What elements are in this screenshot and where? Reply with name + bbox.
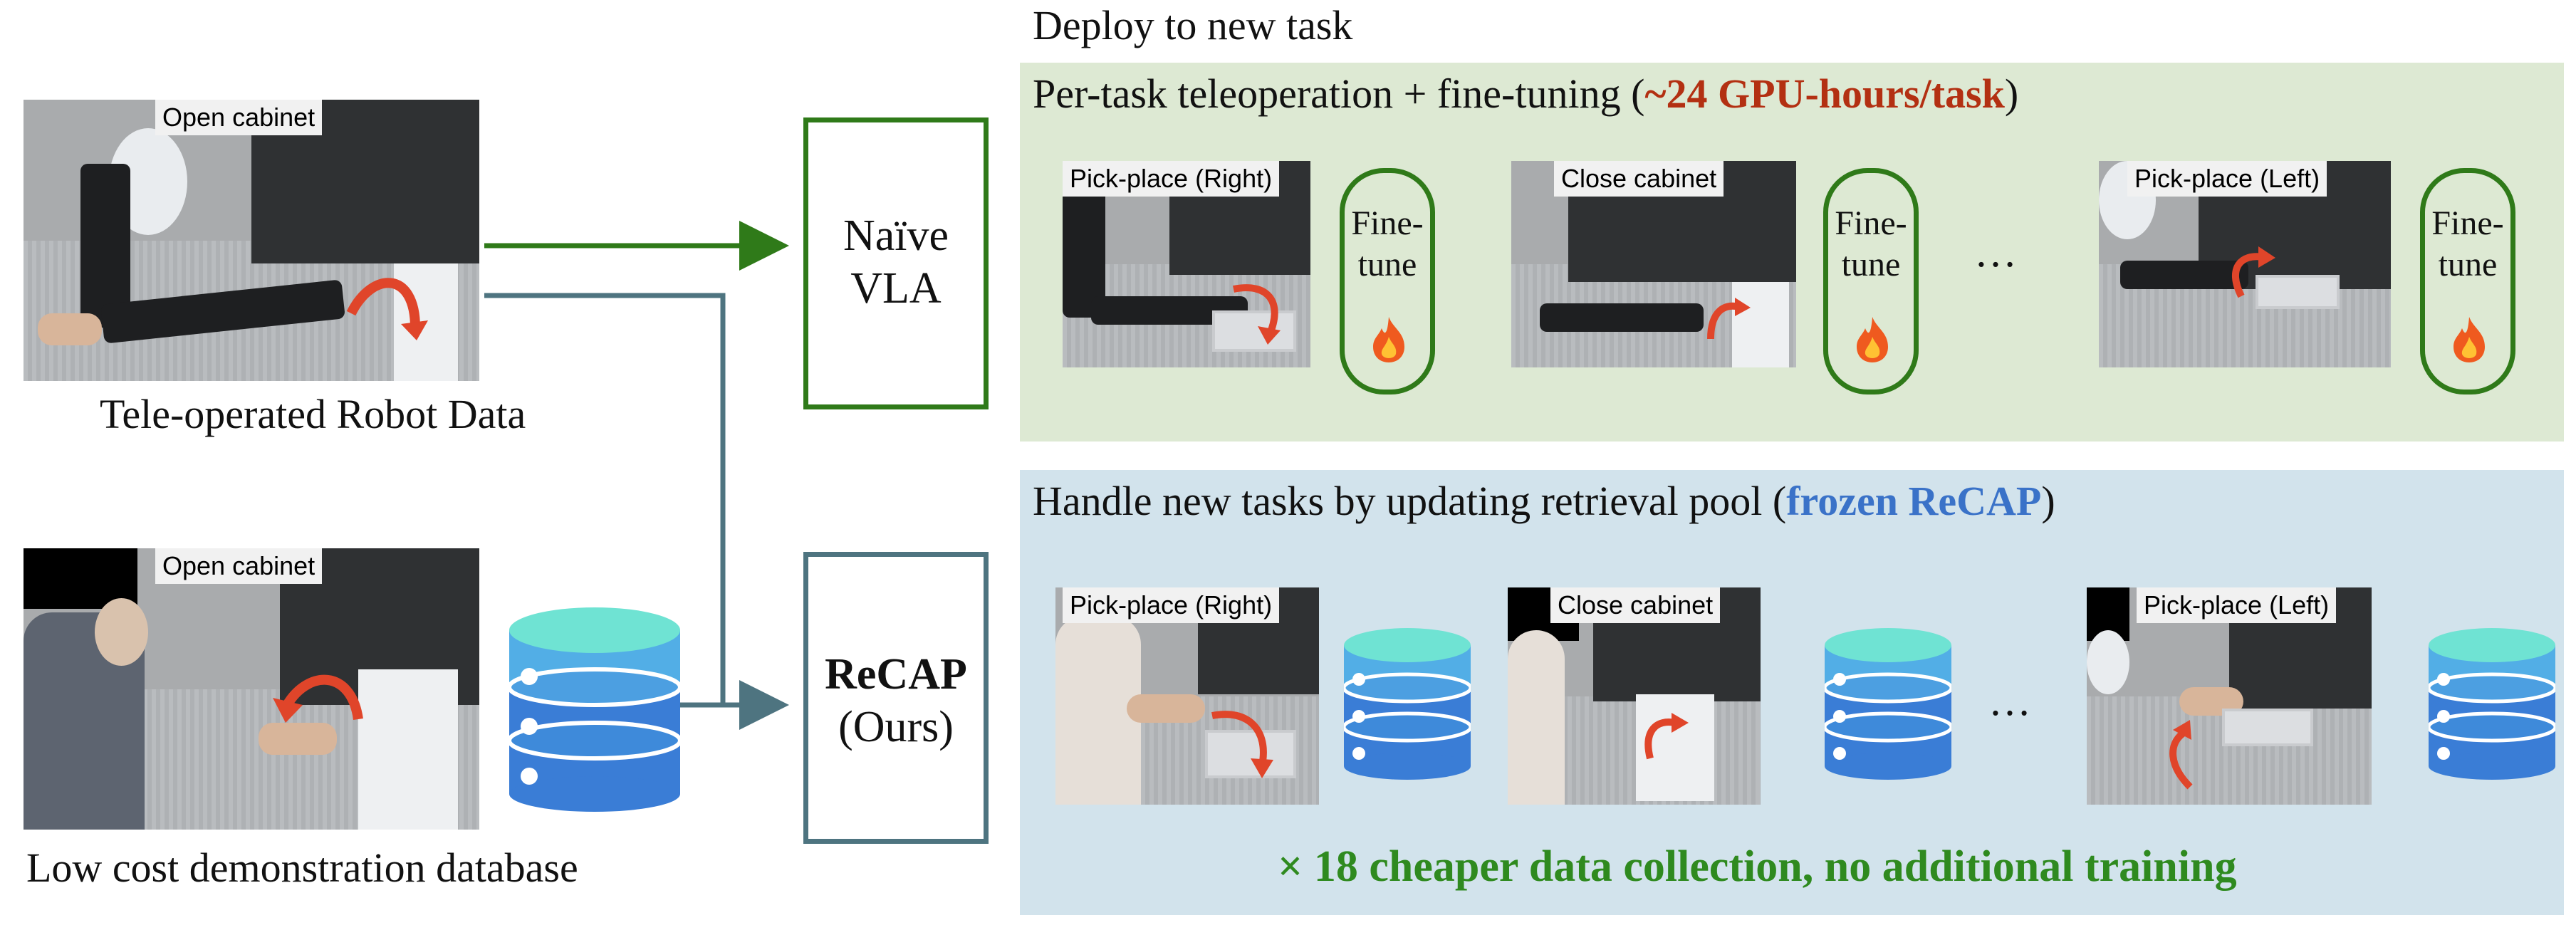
retrieval-database-icon <box>2429 628 2555 780</box>
demo-photo-close-cabinet: Close cabinet <box>1508 587 1761 805</box>
naive-vla-label-1: Naïve <box>843 211 949 260</box>
ellipsis: … <box>1988 677 2031 724</box>
retrieval-panel: Handle new tasks by updating retrieval p… <box>1020 470 2564 915</box>
naive-vla-label-2: VLA <box>850 264 942 313</box>
ellipsis: … <box>1974 229 2017 276</box>
task-tag: Pick-place (Right) <box>1063 161 1280 197</box>
fire-icon <box>1857 317 1888 362</box>
robot-photo-tag: Open cabinet <box>155 100 323 135</box>
demo-photo-pick-left: Pick-place (Left) <box>2087 587 2372 805</box>
finetune-badge: Fine-tune <box>1823 168 1919 394</box>
retrieval-database-icon <box>1825 628 1951 780</box>
recap-box: ReCAP (Ours) <box>803 552 989 844</box>
arrow-robot-to-recap <box>484 293 726 705</box>
motion-arrow-icon <box>1211 711 1273 778</box>
task-photo-pick-left: Pick-place (Left) <box>2099 161 2391 367</box>
finetune-badge: Fine-tune <box>2420 168 2515 394</box>
task-tag: Pick-place (Right) <box>1063 587 1280 623</box>
task-tag: Pick-place (Left) <box>2137 587 2337 623</box>
frozen-recap-highlight: frozen ReCAP <box>1786 478 2042 524</box>
task-tag: Close cabinet <box>1554 161 1724 197</box>
gpu-hours-highlight: ~24 GPU-hours/task <box>1644 70 2005 117</box>
motion-arrow-icon <box>2169 720 2193 790</box>
finetune-panel-title: Per-task teleoperation + fine-tuning (~2… <box>1033 70 2019 117</box>
finetune-badge: Fine-tune <box>1340 168 1435 394</box>
robot-data-caption: Tele-operated Robot Data <box>100 391 526 437</box>
task-photo-pick-right: Pick-place (Right) <box>1063 161 1310 367</box>
motion-arrow-icon <box>1707 298 1751 340</box>
naive-vla-box: Naïve VLA <box>803 117 989 409</box>
cost-footer: × 18 cheaper data collection, no additio… <box>1278 842 2237 891</box>
motion-arrow-icon <box>346 278 428 340</box>
task-tag: Close cabinet <box>1550 587 1721 623</box>
task-photo-close-cabinet: Close cabinet <box>1511 161 1796 367</box>
robot-data-photo: Open cabinet <box>24 100 479 381</box>
recap-label-1: ReCAP <box>825 650 967 699</box>
task-tag: Pick-place (Left) <box>2127 161 2327 197</box>
fire-icon <box>2454 317 2485 362</box>
human-demo-photo: Open cabinet <box>24 548 479 830</box>
database-caption: Low cost demonstration database <box>26 845 578 891</box>
recap-label-2: (Ours) <box>838 703 954 751</box>
retrieval-panel-title: Handle new tasks by updating retrieval p… <box>1033 478 2055 524</box>
human-photo-tag: Open cabinet <box>155 548 323 584</box>
motion-arrow-icon <box>1644 713 1689 760</box>
finetune-panel: Per-task teleoperation + fine-tuning (~2… <box>1020 63 2564 441</box>
motion-arrow-icon <box>2231 246 2275 298</box>
database-icon <box>509 607 680 812</box>
motion-arrow-icon <box>1233 284 1281 345</box>
fire-icon <box>1373 317 1404 362</box>
deploy-title: Deploy to new task <box>1033 2 1353 48</box>
motion-arrow-icon <box>273 674 363 723</box>
retrieval-database-icon <box>1344 628 1471 780</box>
demo-photo-pick-right: Pick-place (Right) <box>1055 587 1319 805</box>
